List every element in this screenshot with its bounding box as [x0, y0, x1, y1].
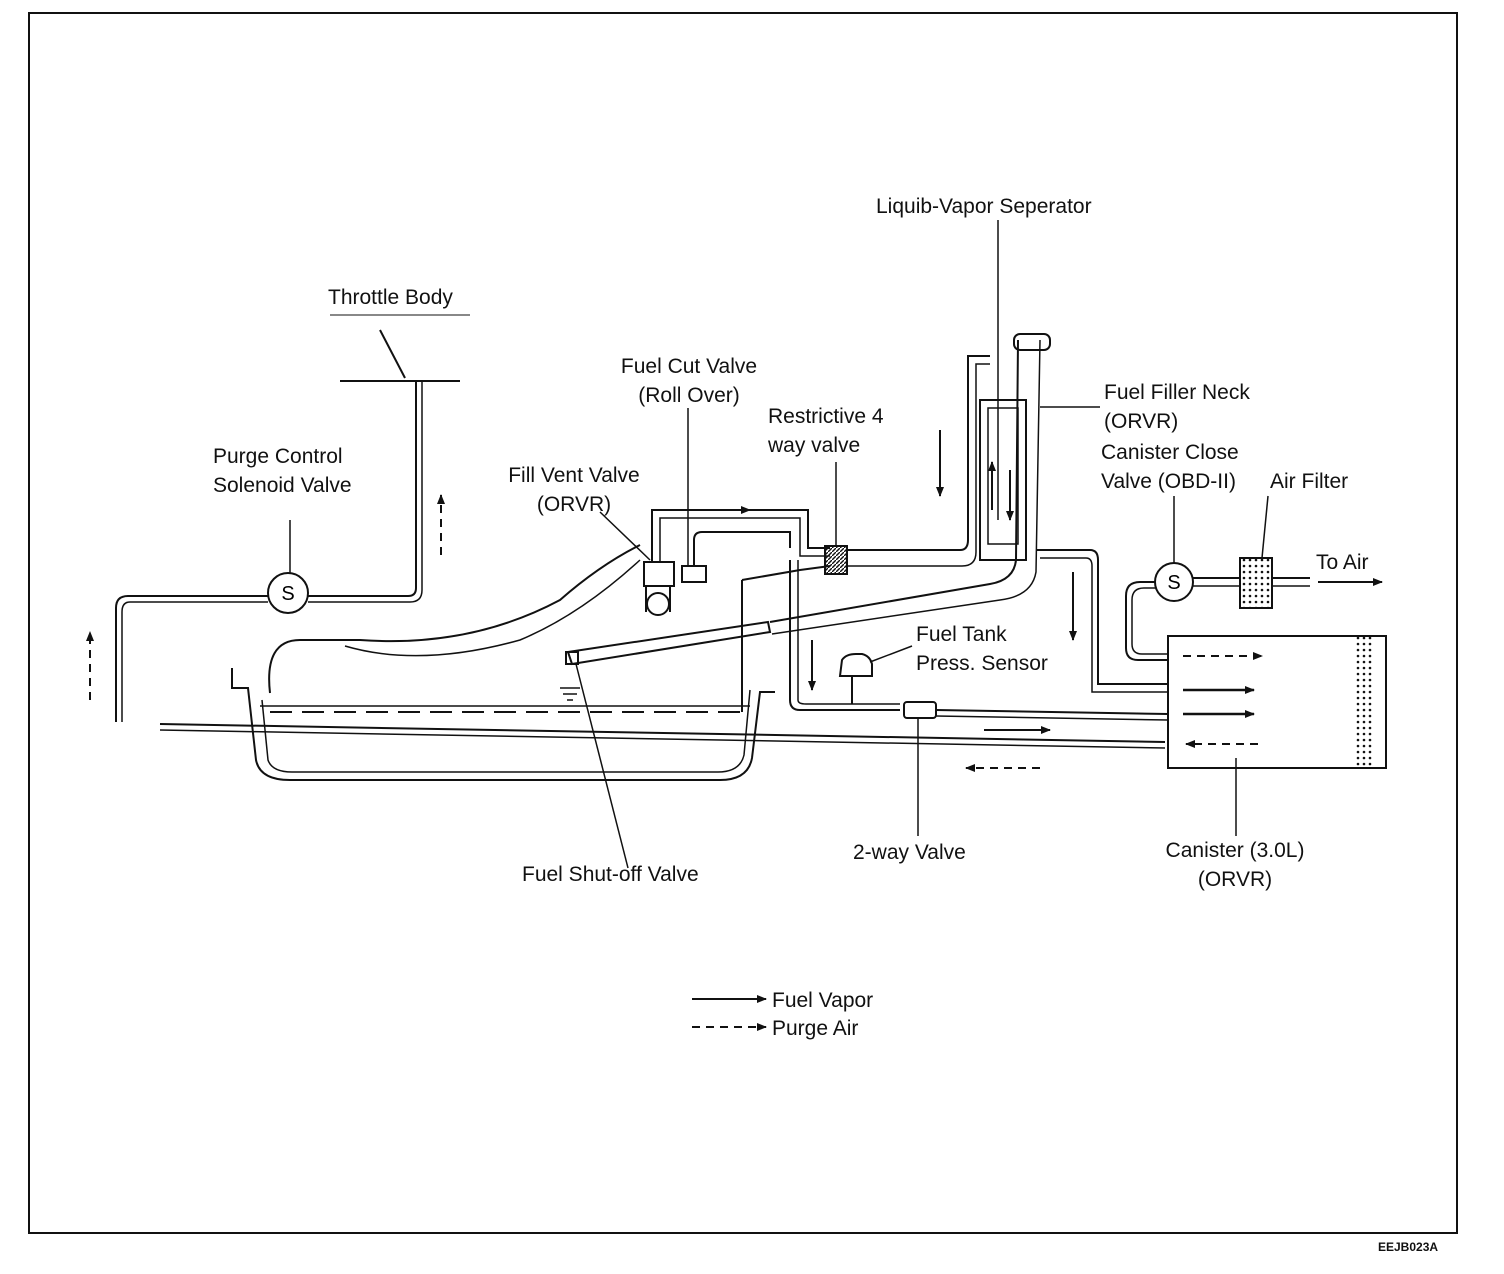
diagram-frame — [28, 12, 1458, 1234]
purge-line-left — [115, 595, 268, 722]
fuel-filler-neck-label: Fuel Filler Neck (ORVR) — [1104, 381, 1250, 433]
fuel-tank-press-sensor-label: Fuel Tank Press. Sensor — [916, 623, 1048, 675]
fill-vent-leader — [599, 511, 651, 561]
fuel-tank-top — [268, 544, 641, 694]
close-valve-letter: S — [1167, 572, 1180, 594]
liquid-vapor-separator — [979, 399, 1027, 561]
fuel-shutoff-leader — [575, 663, 629, 869]
purge-solenoid-valve — [267, 572, 309, 614]
fuel-tank-pressure-sensor — [838, 653, 873, 677]
to-air-label: To Air — [1316, 551, 1369, 574]
legend-purge-air-label: Purge Air — [772, 1017, 859, 1040]
legend-fuel-vapor-label: Fuel Vapor — [772, 989, 874, 1012]
fuel-cut-valve — [681, 565, 707, 583]
figure-code: EEJB023A — [1378, 1240, 1439, 1254]
fuel-shutoff-valve-label: Fuel Shut-off Valve — [522, 863, 699, 886]
air-filter-leader — [1261, 495, 1269, 559]
fill-vent-valve — [643, 561, 675, 587]
purge-solenoid-label: Purge Control Solenoid Valve — [213, 445, 352, 497]
vapor-line-bottom — [159, 723, 1166, 743]
liquid-vapor-separator-label: Liquib-Vapor Seperator — [876, 195, 1092, 218]
air-filter — [1239, 557, 1273, 609]
fuel-cut-valve-label: Fuel Cut Valve (Roll Over) — [620, 355, 758, 407]
2-way-valve — [903, 701, 937, 719]
purge-line-throttle — [308, 381, 417, 597]
canister-close-valve-label: Canister Close Valve (OBD-II) — [1101, 441, 1239, 493]
canister — [1167, 635, 1387, 769]
2-way-valve-label: 2-way Valve — [853, 841, 966, 864]
filler-tube — [566, 620, 772, 666]
fuel-tank-body — [231, 668, 775, 781]
purge-solenoid-letter: S — [281, 583, 294, 605]
throttle-body-label: Throttle Body — [328, 286, 453, 309]
canister-label: Canister (3.0L) (ORVR) — [1165, 839, 1305, 891]
throttle-body-leader — [379, 329, 406, 379]
fuel-filler-neck — [769, 339, 1019, 623]
air-filter-label: Air Filter — [1270, 470, 1349, 493]
restrictive-valve-label: Restrictive 4 way valve — [768, 405, 884, 457]
restrictive-4-way-valve — [824, 545, 848, 575]
fill-vent-valve-label: Fill Vent Valve (ORVR) — [508, 464, 640, 516]
